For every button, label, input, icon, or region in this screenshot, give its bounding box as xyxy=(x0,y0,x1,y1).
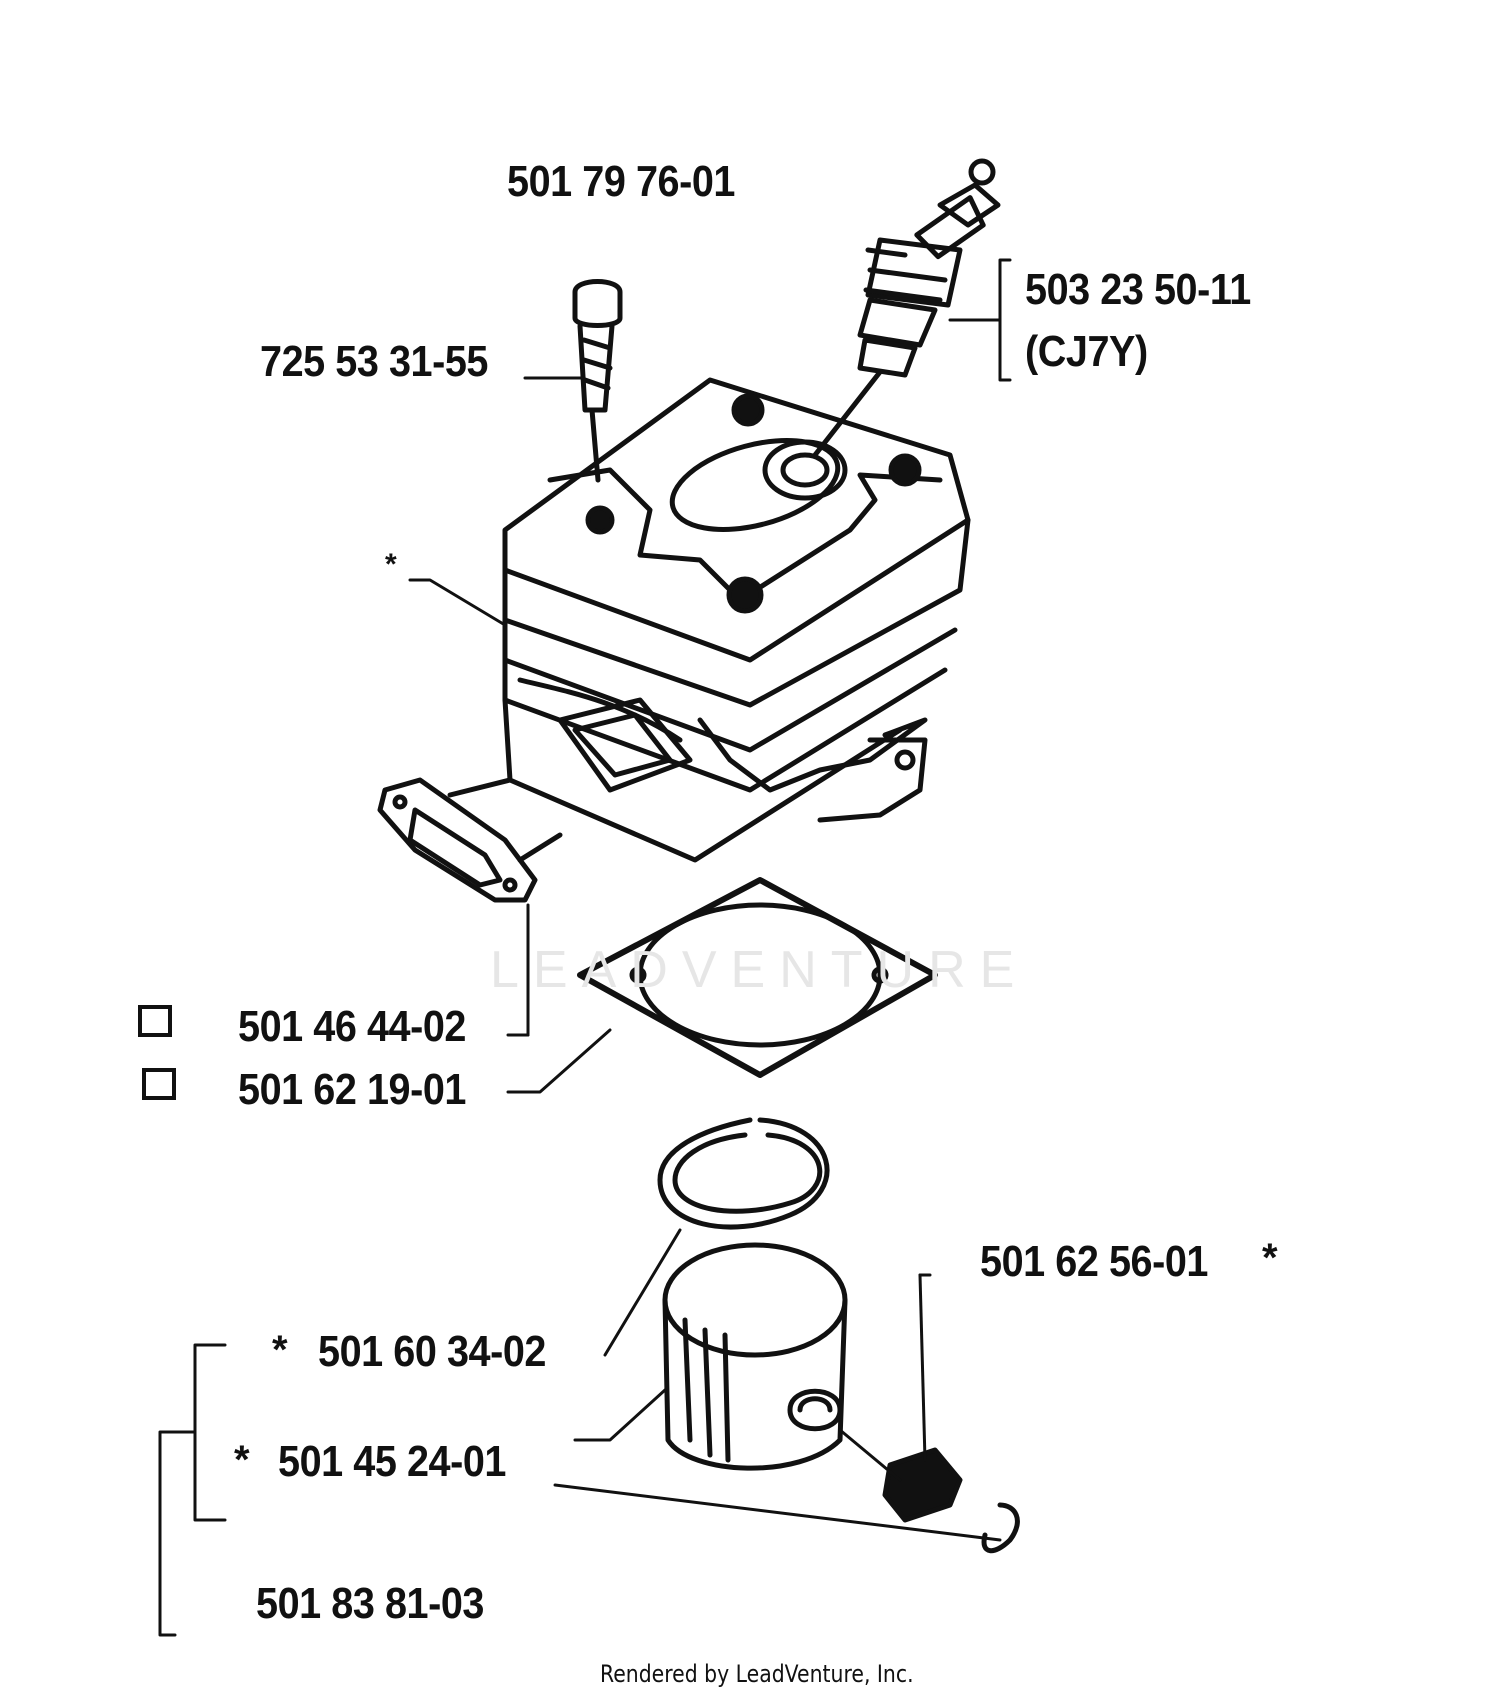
label-spark-plug-code: (CJ7Y) xyxy=(1025,327,1148,376)
needle-bearing xyxy=(882,1447,963,1523)
label-bolt: 725 53 31-55 xyxy=(260,337,489,386)
label-piston: 501 45 24-01 xyxy=(278,1437,507,1486)
label-spark-plug: 503 23 50-11 xyxy=(1025,265,1251,314)
label-pin-bearing-star: * xyxy=(1262,1236,1278,1280)
label-ring: 501 60 34-02 xyxy=(318,1327,547,1376)
leader-lines xyxy=(158,258,1012,1637)
spark-plug xyxy=(812,158,1001,458)
label-cylinder-star: * xyxy=(385,548,397,581)
watermark: LEADVENTURE xyxy=(490,941,1029,999)
label-piston-kit: 501 83 81-03 xyxy=(256,1579,485,1628)
intake-gasket xyxy=(377,777,538,903)
label-pin-bearing: 501 62 56-01 xyxy=(980,1237,1209,1286)
head-bolt xyxy=(572,279,623,483)
piston xyxy=(662,1242,848,1471)
footer-credit: Rendered by LeadVenture, Inc. xyxy=(600,1660,914,1688)
label-intake-gasket: 501 46 44-02 xyxy=(238,1002,467,1051)
piston-ring xyxy=(657,1117,830,1230)
label-top-part: 501 79 76-01 xyxy=(507,157,736,206)
circlip xyxy=(981,1502,1020,1554)
base-gasket xyxy=(577,877,938,1078)
checkbox-intake-gasket[interactable] xyxy=(138,1005,172,1037)
label-piston-star: * xyxy=(234,1438,250,1482)
label-base-gasket: 501 62 19-01 xyxy=(238,1065,467,1114)
cylinder xyxy=(447,377,971,863)
label-ring-star: * xyxy=(272,1328,288,1372)
checkbox-base-gasket[interactable] xyxy=(142,1068,176,1100)
